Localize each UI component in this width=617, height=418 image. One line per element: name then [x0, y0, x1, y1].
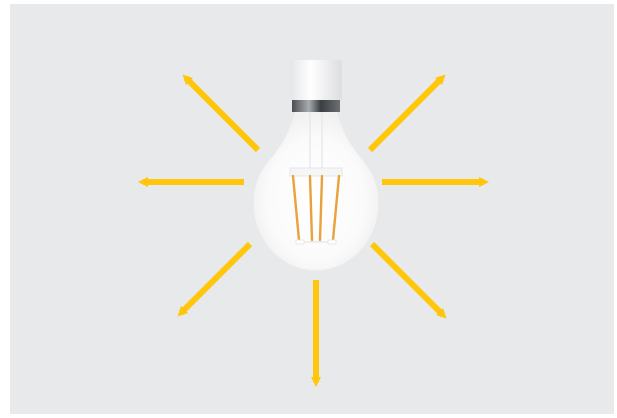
- bulb-glass: [254, 112, 378, 270]
- arrow-icon: [372, 244, 443, 315]
- lightbulb-icon: [254, 60, 378, 270]
- bulb-cap: [290, 60, 342, 100]
- arrow-icon: [186, 78, 258, 150]
- arrow-icon: [370, 78, 442, 150]
- arrow-icon: [181, 244, 250, 313]
- bulb-cap-band: [292, 100, 340, 112]
